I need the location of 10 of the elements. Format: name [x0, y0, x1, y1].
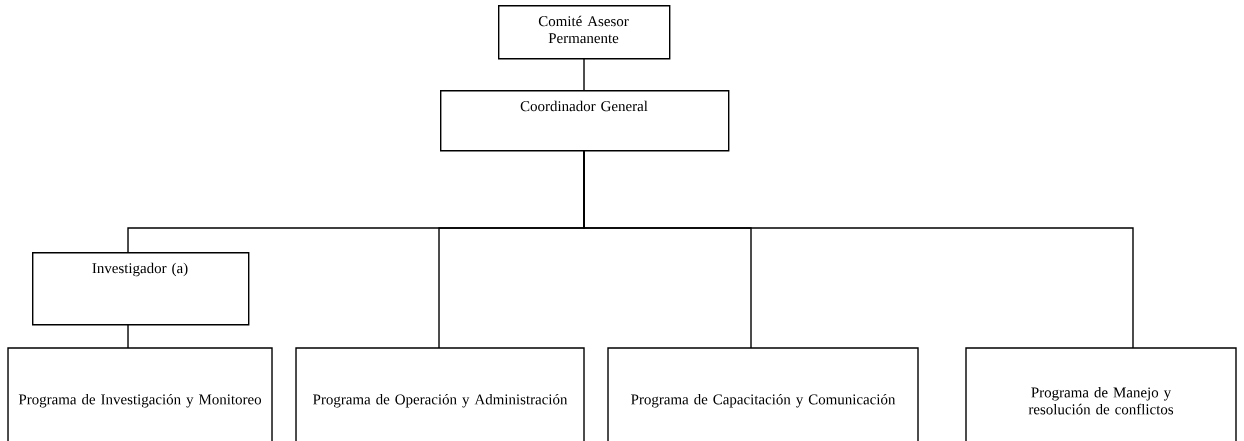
org-box: Programa de Operación y Administración: [295, 347, 585, 441]
connector-line: [583, 149, 1134, 349]
org-box: Comité Asesor Permanente: [498, 5, 671, 60]
connector-line: [127, 323, 129, 349]
org-box: Programa de Manejo y resolución de conflictos: [965, 347, 1237, 441]
org-box: Programa de Capacitación y Comunicación: [607, 347, 919, 441]
org-box: Investigador (a): [32, 252, 250, 326]
connector-line: [583, 57, 585, 91]
org-box: Coordinador General: [440, 90, 730, 152]
org-box: Programa de Investigación y Monitoreo: [7, 347, 273, 441]
